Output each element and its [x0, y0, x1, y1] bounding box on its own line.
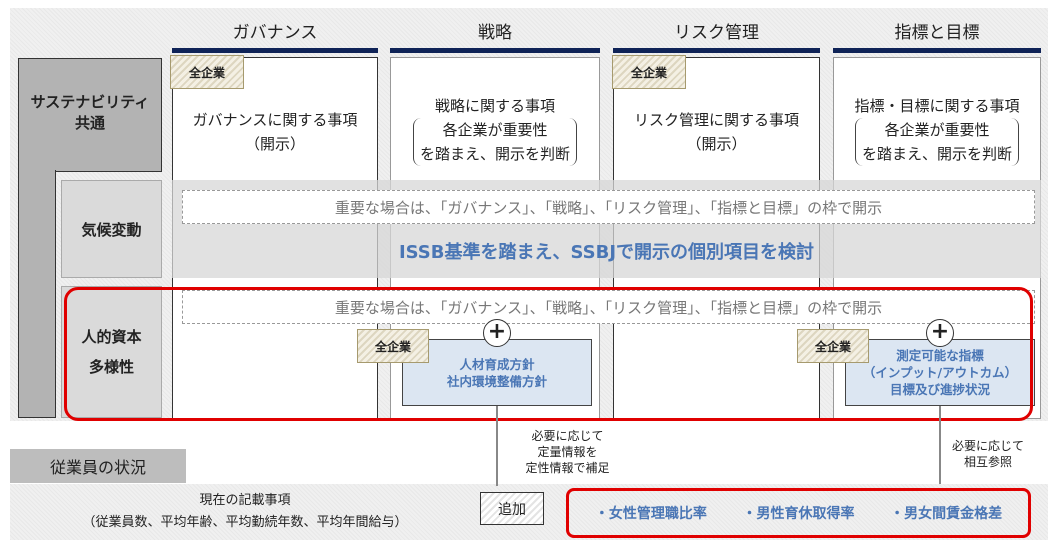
current-items: 現在の記載事項 （従業員数、平均年齢、平均勤続年数、平均年間給与）: [10, 490, 480, 534]
box-line: 社内環境整備方針: [446, 373, 547, 389]
governance-sub: （開示）: [244, 135, 305, 153]
risk-sub: （開示）: [686, 135, 747, 153]
note-line: 定量情報を: [537, 445, 598, 459]
header-bar: [390, 48, 600, 53]
connector-note-left: 必要に応じて定量情報を定性情報で補足: [510, 428, 625, 476]
note-line: 相互参照: [963, 455, 1012, 469]
label-line: 多様性: [88, 358, 134, 376]
hr-policy-box: 人材育成方針社内環境整備方針: [402, 339, 592, 406]
note-line: を踏まえ、開示を判断: [419, 145, 570, 163]
box-line: 測定可能な指標: [896, 348, 984, 363]
strategy-note: 各企業が重要性を踏まえ、開示を判断: [412, 118, 577, 166]
all-companies-tag: 全企業: [357, 329, 429, 363]
added-item: ・男女間賃金格差: [890, 506, 1003, 522]
current-items-list: （従業員数、平均年齢、平均勤続年数、平均年間給与）: [82, 515, 408, 530]
header-bar: [613, 48, 820, 53]
climate-label: 気候変動: [61, 180, 162, 278]
note-line: 必要に応じて: [951, 439, 1024, 453]
risk-title: リスク管理に関する事項: [633, 111, 799, 129]
note-line: 必要に応じて: [531, 429, 604, 443]
header-bar: [172, 48, 378, 53]
metrics-title: 指標・目標に関する事項: [854, 97, 1020, 115]
current-title: 現在の記載事項: [199, 493, 291, 508]
all-companies-tag: 全企業: [797, 329, 869, 363]
climate-note: 重要な場合は、「ガバナンス」、「戦略」、「リスク管理」、「指標と目標」の枠で開示: [182, 190, 1035, 224]
risk-cell: リスク管理に関する事項 （開示）: [613, 108, 820, 156]
note-line: 定性情報で補足: [525, 461, 610, 475]
common-label-text: サステナビリティ共通: [18, 92, 162, 134]
metrics-note: 各企業が重要性を踏まえ、開示を判断: [854, 118, 1019, 166]
metrics-box: 測定可能な指標 （インプット/アウトカム） 目標及び進捗状況: [845, 339, 1035, 406]
connector-note-right: 必要に応じて相互参照: [940, 438, 1036, 470]
header-strategy: 戦略: [478, 23, 512, 43]
all-companies-tag: 全企業: [612, 55, 686, 89]
header-metrics: 指標と目標: [894, 23, 980, 43]
connector-line: [496, 406, 498, 486]
connector-line: [939, 406, 941, 484]
all-companies-tag: 全企業: [170, 55, 244, 89]
plus-icon: +: [926, 319, 954, 347]
label-line: 人的資本: [81, 328, 142, 346]
box-line: 人材育成方針: [459, 356, 535, 372]
sustainability-common-bar: [18, 170, 56, 418]
label-line: サステナビリティ: [30, 93, 150, 111]
climate-issb-text: ISSB基準を踏まえ、SSBJで開示の個別項目を検討: [398, 242, 815, 263]
box-line: （インプット/アウトカム）: [862, 365, 1018, 380]
note-line: を踏まえ、開示を判断: [861, 145, 1012, 163]
strategy-title: 戦略に関する事項: [434, 97, 555, 115]
metrics-cell: 指標・目標に関する事項 各企業が重要性を踏まえ、開示を判断: [833, 94, 1041, 166]
plus-icon: +: [483, 319, 511, 347]
label-line: 共通: [74, 114, 105, 132]
governance-cell: ガバナンスに関する事項 （開示）: [172, 108, 378, 156]
note-line: 各企業が重要性: [442, 121, 548, 139]
human-capital-label: 人的資本多様性: [61, 286, 162, 418]
header-bar: [833, 48, 1041, 53]
employees-status-label: 従業員の状況: [10, 449, 186, 483]
added-items-highlight: ・女性管理職比率 ・男性育休取得率 ・男女間賃金格差: [566, 488, 1031, 538]
added-item: ・男性育休取得率: [742, 506, 855, 522]
governance-title: ガバナンスに関する事項: [192, 111, 358, 129]
human-capital-highlight: [64, 287, 1033, 421]
header-governance: ガバナンス: [232, 23, 318, 43]
add-label: 追加: [480, 492, 544, 525]
header-risk: リスク管理: [674, 23, 759, 43]
sustainability-common-label: [18, 58, 162, 172]
box-line: 目標及び進捗状況: [889, 382, 990, 397]
human-capital-note: 重要な場合は、「ガバナンス」、「戦略」、「リスク管理」、「指標と目標」の枠で開示: [182, 290, 1035, 324]
note-line: 各企業が重要性: [884, 121, 990, 139]
added-item: ・女性管理職比率: [594, 506, 707, 522]
strategy-cell: 戦略に関する事項 各企業が重要性を踏まえ、開示を判断: [390, 94, 600, 166]
